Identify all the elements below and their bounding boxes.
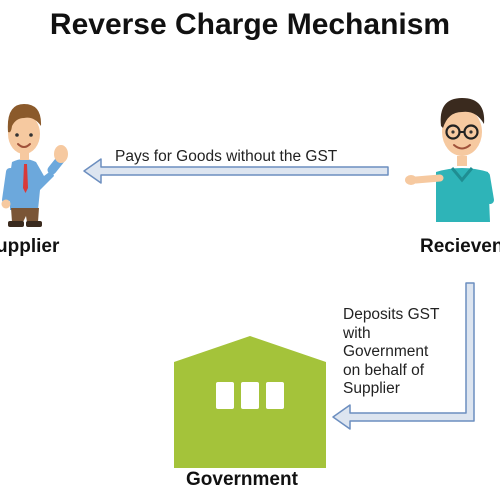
building-window-2 xyxy=(241,382,259,409)
diagram-title: Reverse Charge Mechanism xyxy=(49,8,451,41)
deposit-label-line: Government xyxy=(343,343,429,360)
deposit-label-line: with xyxy=(343,324,371,342)
government-label: Government xyxy=(186,469,298,490)
supplier-label: upplier xyxy=(0,236,60,257)
receiver-icon xyxy=(405,98,494,222)
deposit-arrow xyxy=(332,282,475,430)
supplier-icon xyxy=(1,104,68,227)
receiver-label: Recieven xyxy=(420,236,500,257)
government-icon xyxy=(174,336,326,468)
deposit-arrow-label: Deposits GST with Government on behalf o… xyxy=(343,306,468,399)
deposit-label-line: on behalf of xyxy=(343,361,425,379)
deposit-label-line: Deposits GST xyxy=(343,306,440,323)
building-window-1 xyxy=(216,382,234,409)
building-window-3 xyxy=(266,382,284,409)
payment-arrow-label: Pays for Goods without the GST xyxy=(115,148,338,165)
deposit-label-line: Supplier xyxy=(343,380,400,397)
payment-arrow xyxy=(83,158,389,184)
